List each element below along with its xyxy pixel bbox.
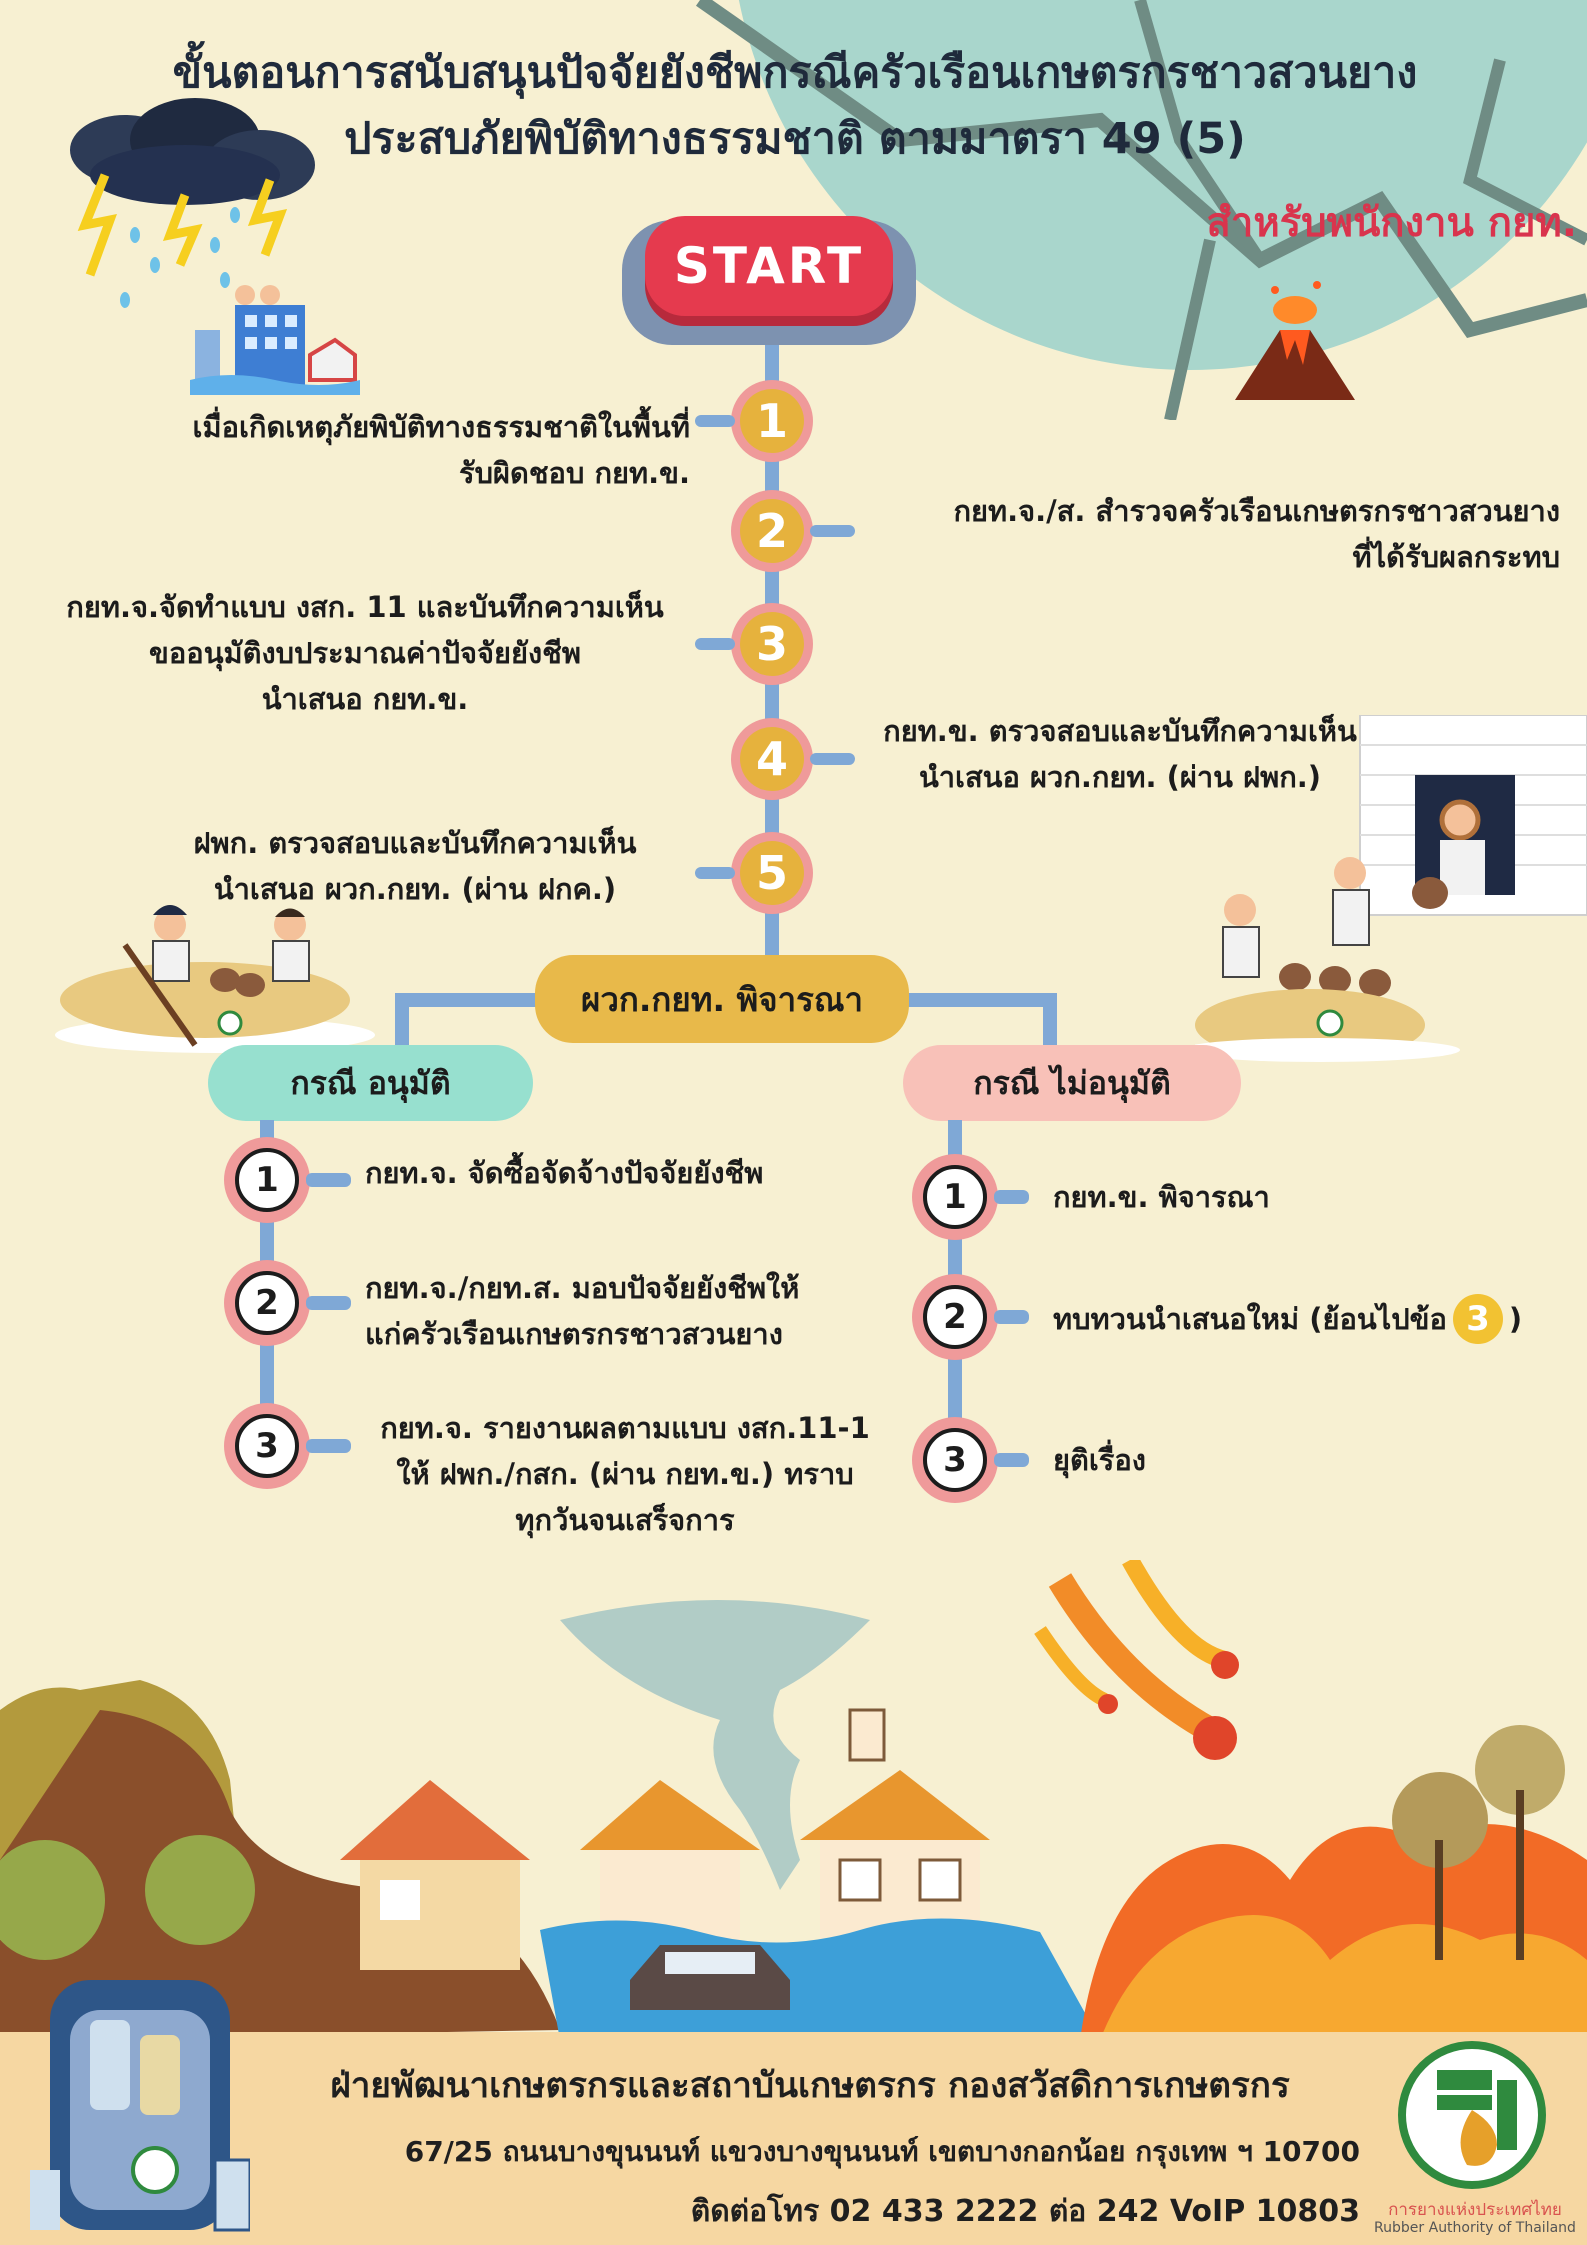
- approve-step-1-connector: [306, 1173, 351, 1187]
- approve-step-3-number: 3: [224, 1403, 310, 1489]
- step-3-connector: [695, 638, 735, 650]
- step-3-number: 3: [731, 603, 813, 685]
- step-5-connector: [695, 867, 735, 879]
- branch-line-right: [1043, 993, 1057, 1048]
- reject-step-1-connector: [994, 1190, 1029, 1204]
- approve-label-box: กรณี อนุมัติ: [208, 1045, 533, 1121]
- emergency-backpack-illustration: [30, 1980, 250, 2232]
- step-1-connector: [695, 415, 735, 427]
- step-3-reference-badge: 3: [1452, 1294, 1503, 1344]
- reject-step-3-number: 3: [912, 1417, 998, 1503]
- approve-step-2-connector: [306, 1296, 351, 1310]
- reject-step-2-connector: [994, 1310, 1029, 1324]
- approve-step-3-text: กยท.จ. รายงานผลตามแบบ งสก.11-1 ให้ ฝพก./…: [380, 1411, 870, 1537]
- reject-label-box: กรณี ไม่อนุมัติ: [903, 1045, 1241, 1121]
- page-title-line2: ประสบภัยพิบัติทางธรรมชาติ ตามมาตรา 49 (5…: [344, 114, 1246, 164]
- volcano-illustration: [1235, 281, 1355, 400]
- logo-name-th: การยางแห่งประเทศไทย: [1388, 2200, 1562, 2220]
- decision-box: ผวก.กยท. พิจารณา: [535, 955, 909, 1043]
- footer-address: 67/25 ถนนบางขุนนนท์ แขวงบางขุนนนท์ เขตบา…: [404, 2135, 1360, 2168]
- step-3-text: กยท.จ.จัดทำแบบ งสก. 11 และบันทึกความเห็น…: [66, 590, 664, 716]
- footer-department: ฝ่ายพัฒนาเกษตรกรและสถาบันเกษตรกร กองสวัส…: [330, 2066, 1290, 2106]
- footer: [0, 2032, 1587, 2245]
- approve-step-2-text: กยท.จ./กยท.ส. มอบปัจจัยยังชีพให้ แก่ครัว…: [365, 1271, 800, 1351]
- reject-step-2-text-before: ทบทวนนำเสนอใหม่ (ย้อนไปข้อ: [1053, 1302, 1447, 1336]
- logo-name-en: Rubber Authority of Thailand: [1374, 2220, 1576, 2236]
- flood-building-illustration: [190, 285, 360, 395]
- reject-label: กรณี ไม่อนุมัติ: [973, 1063, 1171, 1102]
- step-2-text: กยท.จ./ส. สำรวจครัวเรือนเกษตรกรชาวสวนยาง…: [953, 494, 1560, 574]
- approve-step-2-number: 2: [224, 1260, 310, 1346]
- reject-step-2-text-after: ): [1508, 1302, 1523, 1336]
- disaster-scene-illustration: [0, 1560, 1587, 2040]
- step-5-number: 5: [731, 832, 813, 914]
- reject-step-1-text: กยท.ข. พิจารณา: [1053, 1180, 1270, 1214]
- approve-step-1-text: กยท.จ. จัดซื้อจัดจ้างปัจจัยยังชีพ: [365, 1156, 764, 1190]
- branch-line-left: [395, 993, 409, 1048]
- step-2-number: 2: [731, 490, 813, 572]
- rescue-boat-illustration: [55, 905, 375, 1053]
- footer-contact: ติดต่อโทร 02 433 2222 ต่อ 242 VoIP 10803: [690, 2194, 1360, 2229]
- page-title: ขั้นตอนการสนับสนุนปัจจัยยังชีพกรณีครัวเร…: [172, 48, 1418, 98]
- step-1-number: 1: [731, 380, 813, 462]
- reject-step-3-text: ยุติเรื่อง: [1053, 1443, 1146, 1477]
- decision-label: ผวก.กยท. พิจารณา: [581, 979, 863, 1019]
- reject-step-3-connector: [994, 1453, 1029, 1467]
- step-4-number: 4: [731, 718, 813, 800]
- approve-step-3-connector: [306, 1439, 351, 1453]
- aid-handover-illustration: [1195, 715, 1587, 1062]
- reject-step-2-number: 2: [912, 1274, 998, 1360]
- storm-cloud-illustration: [70, 98, 315, 308]
- step-5-text: ฝพก. ตรวจสอบและบันทึกความเห็น นำเสนอ ผวก…: [193, 826, 637, 906]
- step-1-text: เมื่อเกิดเหตุภัยพิบัติทางธรรมชาติในพื้นท…: [192, 410, 690, 490]
- step-2-connector: [810, 525, 855, 537]
- reject-step-2-text: ทบทวนนำเสนอใหม่ (ย้อนไปข้อ 3 ): [1053, 1294, 1583, 1344]
- step-4-connector: [810, 753, 855, 765]
- reject-step-1-number: 1: [912, 1154, 998, 1240]
- start-button-face: START: [645, 216, 893, 316]
- rubber-authority-logo: [1398, 2041, 1546, 2189]
- page-subtitle: สำหรับพนักงาน กยท.: [1206, 200, 1577, 246]
- start-label: START: [673, 237, 865, 295]
- approve-label: กรณี อนุมัติ: [290, 1063, 451, 1102]
- step-4-text: กยท.ข. ตรวจสอบและบันทึกความเห็น นำเสนอ ผ…: [883, 714, 1357, 794]
- globe-illustration: [695, 0, 1587, 420]
- approve-step-1-number: 1: [224, 1137, 310, 1223]
